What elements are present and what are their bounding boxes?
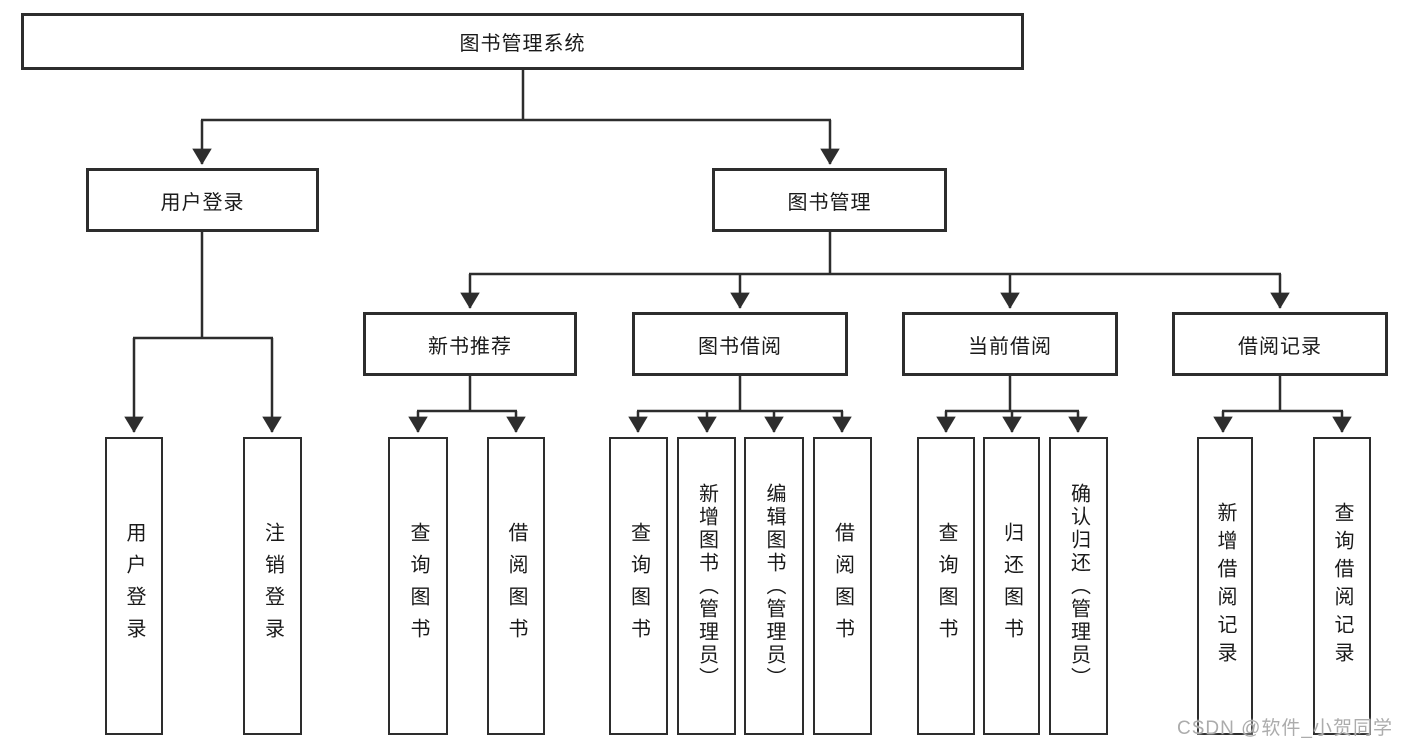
node-new-book-recommend: 新书推荐: [363, 312, 577, 376]
leaf-edit-book-admin: 编辑图书（管理员）: [744, 437, 804, 735]
leaf-confirm-return-admin: 确认归还（管理员）: [1049, 437, 1108, 735]
leaf-borrow-book: 借阅图书: [813, 437, 872, 735]
leaf-user-login: 用户登录: [105, 437, 163, 735]
node-book-management: 图书管理: [712, 168, 947, 232]
csdn-watermark: CSDN @软件_小贺同学: [1177, 718, 1393, 739]
leaf-borrow-book-recommend: 借阅图书: [487, 437, 545, 735]
node-user-login: 用户登录: [86, 168, 319, 232]
leaf-query-book-current: 查询图书: [917, 437, 975, 735]
node-current-borrow: 当前借阅: [902, 312, 1118, 376]
leaf-return-book: 归还图书: [983, 437, 1040, 735]
node-book-borrow: 图书借阅: [632, 312, 848, 376]
node-borrow-record: 借阅记录: [1172, 312, 1388, 376]
leaf-query-book-borrow: 查询图书: [609, 437, 668, 735]
node-root-system: 图书管理系统: [21, 13, 1024, 70]
leaf-logout: 注销登录: [243, 437, 302, 735]
leaf-add-book-admin: 新增图书（管理员）: [677, 437, 736, 735]
leaf-query-borrow-record: 查询借阅记录: [1313, 437, 1371, 735]
leaf-query-book-recommend: 查询图书: [388, 437, 448, 735]
leaf-add-borrow-record: 新增借阅记录: [1197, 437, 1253, 735]
